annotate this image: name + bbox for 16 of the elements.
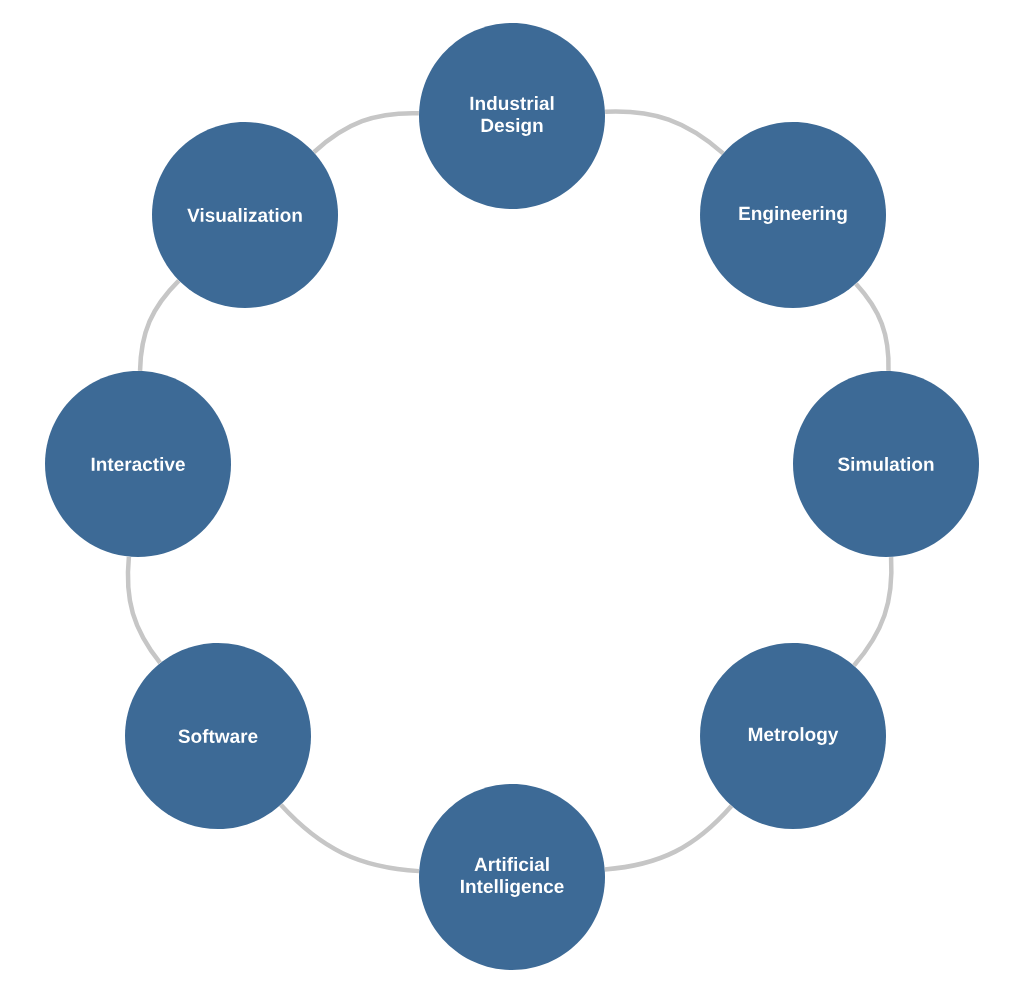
ring-connector — [605, 109, 725, 156]
circle-node: Industrial Design — [419, 23, 605, 209]
ring-connector — [852, 557, 894, 667]
circle-node: Engineering — [700, 122, 886, 308]
ring-connector — [137, 279, 181, 371]
circle-node: Artificial Intelligence — [419, 784, 605, 970]
ring-connector — [279, 803, 420, 874]
ring-connector — [125, 556, 162, 665]
circle-node: Software — [125, 643, 311, 829]
ring-connector — [854, 282, 891, 371]
circle-node: Visualization — [152, 122, 338, 308]
ring-connector — [604, 804, 734, 872]
circle-node: Interactive — [45, 371, 231, 557]
ring-connector — [312, 111, 419, 154]
circle-node: Simulation — [793, 371, 979, 557]
circle-node: Metrology — [700, 643, 886, 829]
